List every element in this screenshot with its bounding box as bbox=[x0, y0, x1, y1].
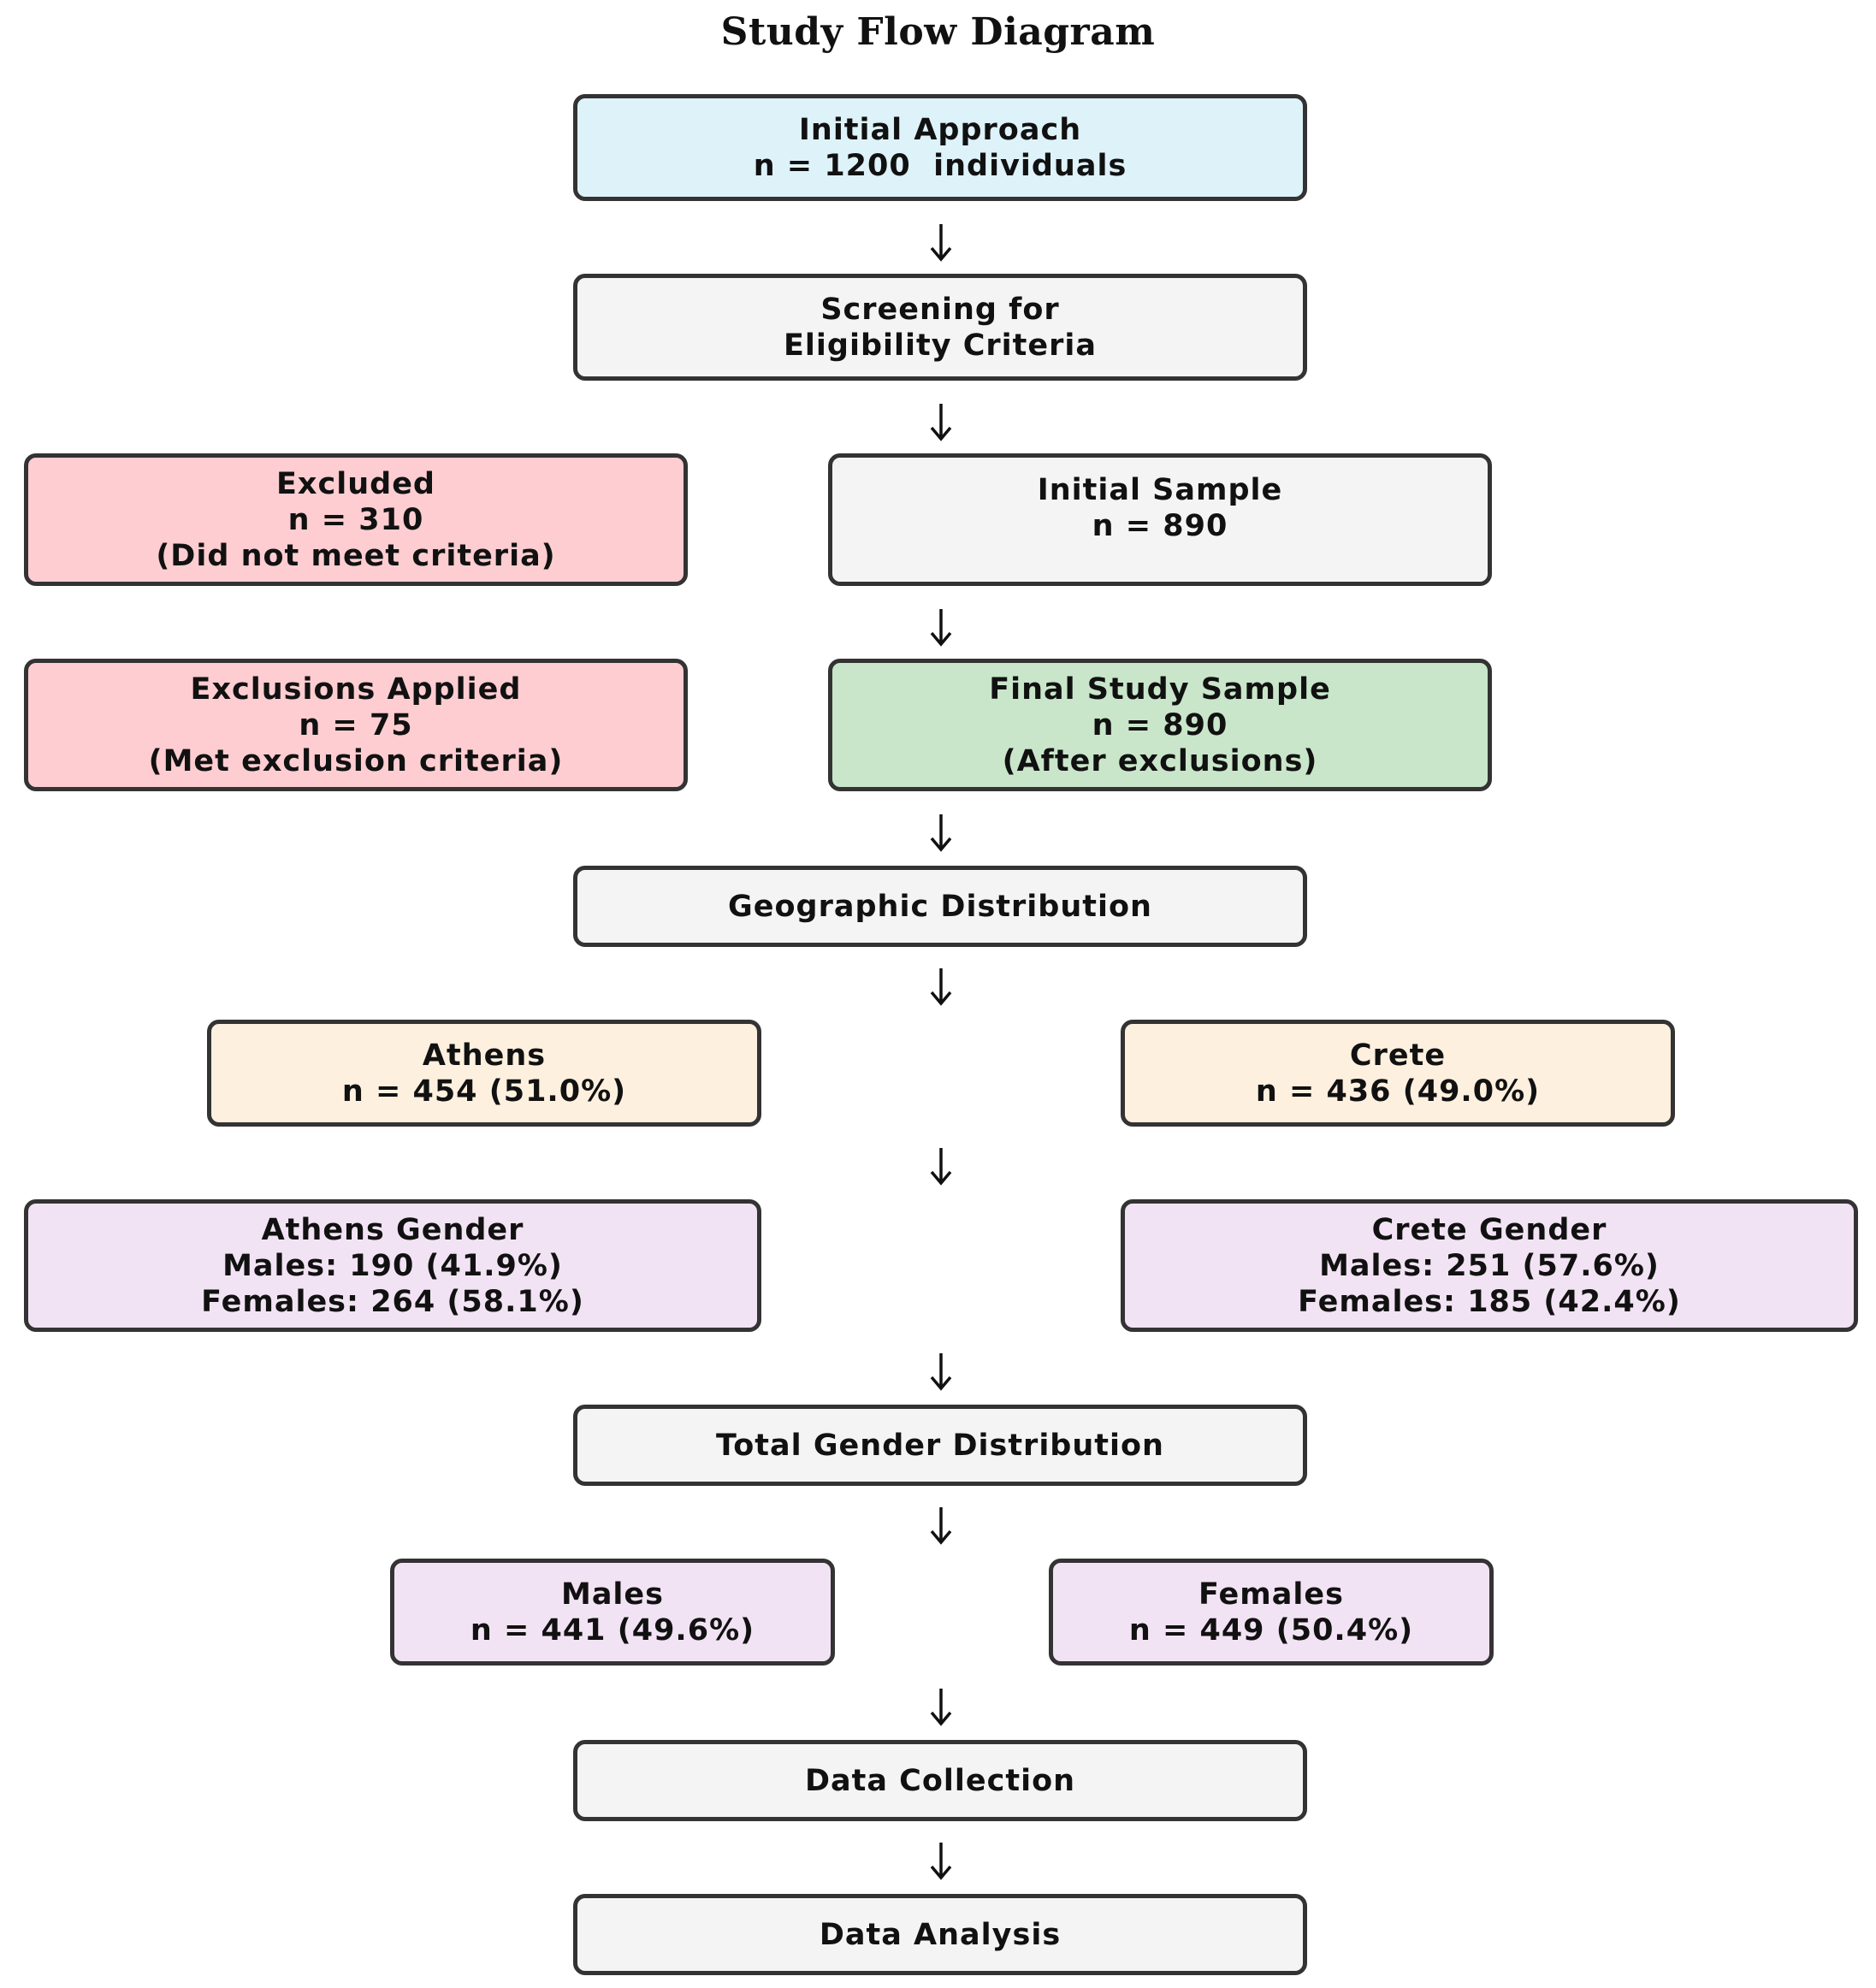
arrow-down-icon bbox=[930, 1507, 952, 1545]
data-collection-box: Data Collection bbox=[573, 1740, 1307, 1821]
males-box: Males n = 441 (49.6%) bbox=[390, 1559, 835, 1666]
node-count: n = 310 bbox=[287, 502, 424, 537]
exclusions-applied-box: Exclusions Applied n = 75 (Met exclusion… bbox=[24, 659, 688, 791]
node-label: Crete Gender bbox=[1371, 1212, 1607, 1247]
node-count: n = 1200 individuals bbox=[753, 148, 1127, 183]
node-label: Exclusions Applied bbox=[190, 672, 522, 707]
node-count: n = 436 (49.0%) bbox=[1255, 1074, 1541, 1109]
arrow-down-icon bbox=[930, 224, 952, 262]
final-study-sample-box: Final Study Sample n = 890 (After exclus… bbox=[828, 659, 1492, 791]
screening-box: Screening for Eligibility Criteria bbox=[573, 274, 1307, 381]
node-label: Screening for bbox=[820, 292, 1060, 327]
node-count: n = 890 bbox=[1092, 509, 1228, 543]
total-gender-distribution-box: Total Gender Distribution bbox=[573, 1405, 1307, 1486]
node-males: Males: 190 (41.9%) bbox=[222, 1248, 563, 1283]
arrow-down-icon bbox=[930, 1689, 952, 1726]
node-label: Eligibility Criteria bbox=[783, 328, 1098, 363]
node-females: Females: 264 (58.1%) bbox=[201, 1284, 584, 1319]
node-males: Males: 251 (57.6%) bbox=[1319, 1248, 1660, 1283]
arrow-down-icon bbox=[930, 404, 952, 441]
node-label: Males bbox=[560, 1577, 664, 1612]
athens-gender-box: Athens Gender Males: 190 (41.9%) Females… bbox=[24, 1199, 761, 1332]
arrow-down-icon bbox=[930, 609, 952, 647]
node-label: Final Study Sample bbox=[989, 672, 1331, 707]
node-label: Initial Sample bbox=[1037, 473, 1283, 507]
crete-box: Crete n = 436 (49.0%) bbox=[1121, 1020, 1675, 1127]
node-females: Females: 185 (42.4%) bbox=[1298, 1284, 1681, 1319]
node-label: Athens bbox=[422, 1038, 547, 1073]
node-count: n = 890 bbox=[1092, 707, 1228, 743]
node-label: Total Gender Distribution bbox=[716, 1428, 1164, 1463]
arrow-down-icon bbox=[930, 1843, 952, 1880]
node-label: Females bbox=[1198, 1577, 1344, 1612]
arrow-down-icon bbox=[930, 814, 952, 852]
node-note: (After exclusions) bbox=[1002, 743, 1318, 778]
node-count: n = 454 (51.0%) bbox=[341, 1074, 627, 1109]
diagram-title: Study Flow Diagram bbox=[720, 10, 1156, 54]
node-count: n = 441 (49.6%) bbox=[470, 1612, 755, 1648]
node-label: Data Collection bbox=[804, 1763, 1076, 1798]
athens-box: Athens n = 454 (51.0%) bbox=[207, 1020, 761, 1127]
node-label: Data Analysis bbox=[819, 1917, 1062, 1952]
node-count: n = 449 (50.4%) bbox=[1128, 1612, 1414, 1648]
node-label: Excluded bbox=[276, 466, 435, 501]
node-count: n = 75 bbox=[299, 707, 413, 743]
node-label: Crete bbox=[1349, 1038, 1447, 1073]
node-label: Initial Approach bbox=[798, 112, 1082, 147]
arrow-down-icon bbox=[930, 1353, 952, 1391]
node-note: (Met exclusion criteria) bbox=[148, 743, 564, 778]
females-box: Females n = 449 (50.4%) bbox=[1049, 1559, 1494, 1666]
excluded-box: Excluded n = 310 (Did not meet criteria) bbox=[24, 453, 688, 586]
arrow-down-icon bbox=[930, 968, 952, 1006]
crete-gender-box: Crete Gender Males: 251 (57.6%) Females:… bbox=[1121, 1199, 1858, 1332]
initial-approach-box: Initial Approach n = 1200 individuals bbox=[573, 94, 1307, 201]
node-label: Geographic Distribution bbox=[728, 889, 1152, 924]
data-analysis-box: Data Analysis bbox=[573, 1894, 1307, 1975]
geographic-distribution-box: Geographic Distribution bbox=[573, 866, 1307, 947]
node-label: Athens Gender bbox=[261, 1212, 524, 1247]
initial-sample-box: Initial Sample n = 890 bbox=[828, 453, 1492, 586]
arrow-down-icon bbox=[930, 1148, 952, 1186]
node-note: (Did not meet criteria) bbox=[156, 538, 556, 573]
